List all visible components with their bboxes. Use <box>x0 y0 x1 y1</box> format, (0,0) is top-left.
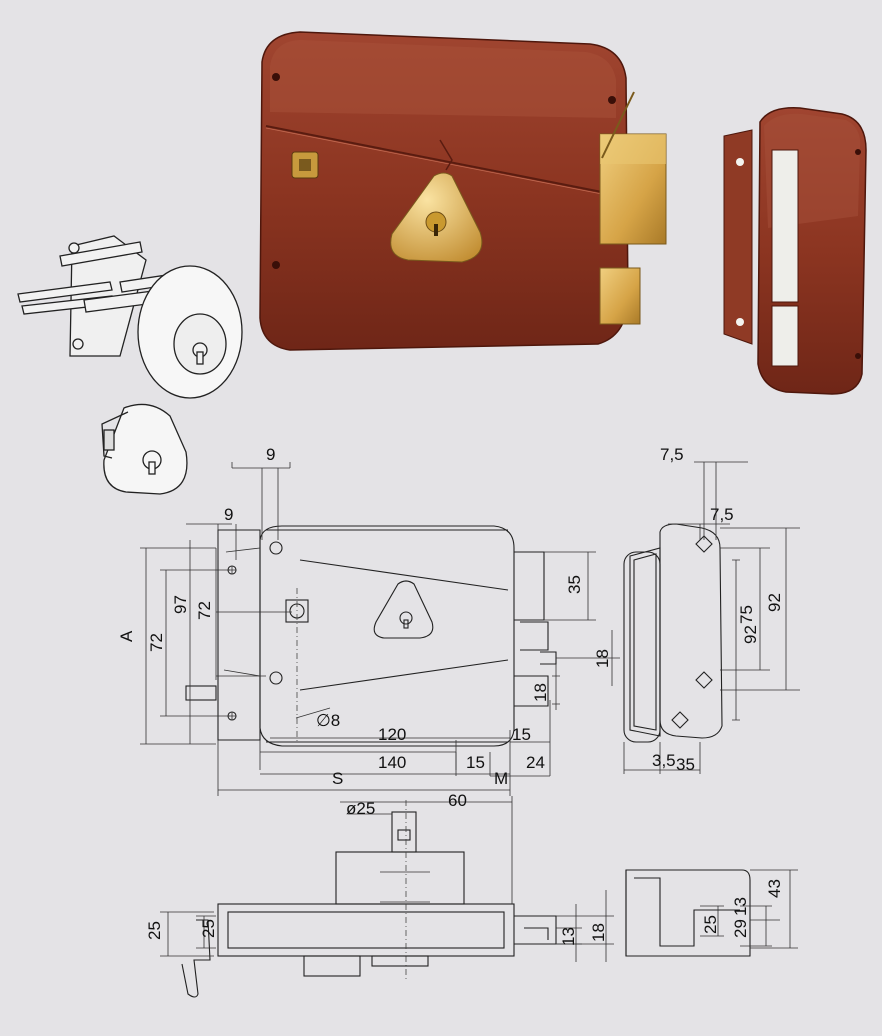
dim-15-right: 15 <box>512 725 531 744</box>
cylinder-sketch <box>17 235 243 399</box>
keeper-plan-drawing <box>625 869 798 957</box>
dim-18-latch-h: 18 <box>593 649 612 668</box>
dim-keeper-7-5-top: 7,5 <box>660 445 684 464</box>
plan-view-drawing <box>160 796 614 998</box>
dim-diameter-8: ∅8 <box>316 711 340 730</box>
dim-keeper-75: 75 <box>737 605 756 624</box>
dim-plan-13: 13 <box>559 927 578 946</box>
dim-keeper-92-inner: 92 <box>741 625 760 644</box>
dim-keeper-7-5-second: 7,5 <box>710 505 734 524</box>
dim-left-nine: 9 <box>224 505 233 524</box>
triangular-escutcheon-sketch <box>101 403 188 495</box>
dim-top-nine: 9 <box>266 445 275 464</box>
dim-72-outer: 72 <box>147 633 166 652</box>
dim-15-low: 15 <box>466 753 485 772</box>
dim-140: 140 <box>378 753 406 772</box>
front-elevation-drawing <box>140 462 620 796</box>
dim-diameter-25: ø25 <box>346 799 375 818</box>
dim-plan-25-inner: 25 <box>199 919 218 938</box>
dim-keeper-35: 35 <box>676 755 695 774</box>
dim-35-bolt: 35 <box>565 575 584 594</box>
dim-keeper-92: 92 <box>765 593 784 612</box>
keeper-elevation-drawing <box>623 461 800 774</box>
dim-72-inner: 72 <box>195 601 214 620</box>
dim-keeper-plan-25: 25 <box>701 915 720 934</box>
dim-120: 120 <box>378 725 406 744</box>
dim-S: S <box>332 769 343 788</box>
dim-keeper-plan-43: 43 <box>765 879 784 898</box>
dim-18-latch-v: 18 <box>531 683 550 702</box>
dim-keeper-plan-29: 29 <box>731 919 750 938</box>
dim-keeper-3-5-left: 3,5 <box>652 751 676 770</box>
dim-24: 24 <box>526 753 545 772</box>
keeper-photo <box>723 107 867 395</box>
dim-plan-25-outer: 25 <box>145 921 164 940</box>
lock-body-photo <box>259 31 667 351</box>
dim-plan-18: 18 <box>589 923 608 942</box>
dim-A: A <box>117 630 136 642</box>
dim-60: 60 <box>448 791 467 810</box>
dim-97: 97 <box>171 595 190 614</box>
dimension-labels: 9 9 A 72 97 72 35 18 18 ∅8 120 15 140 15… <box>117 445 784 946</box>
dim-M: M <box>494 769 508 788</box>
dim-keeper-plan-13: 13 <box>731 897 750 916</box>
